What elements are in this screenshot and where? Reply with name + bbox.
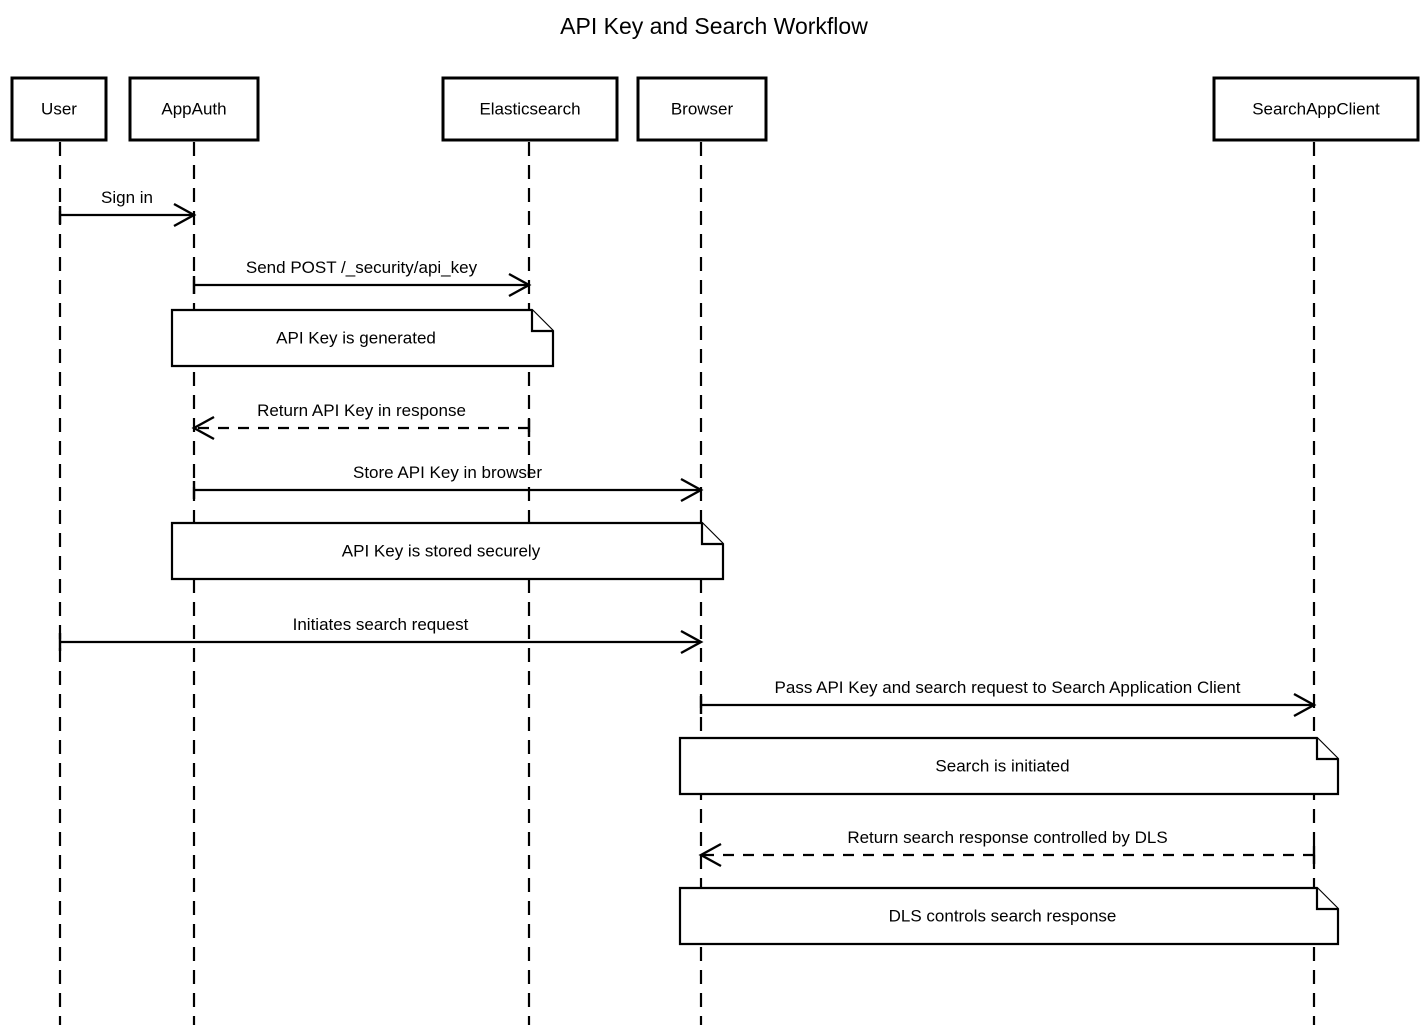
participant-label: Elasticsearch <box>479 99 580 118</box>
participant-browser[interactable]: Browser <box>636 76 768 142</box>
arrowhead-icon <box>680 477 704 503</box>
message-m5: Initiates search request <box>58 615 704 655</box>
messages-layer: Sign in Send POST /_security/api_keyRetur… <box>58 188 1317 868</box>
participant-label: SearchAppClient <box>1252 99 1380 118</box>
participant-box[interactable] <box>10 76 108 142</box>
message-m3: Return API Key in response <box>191 401 531 441</box>
diagram-title: API Key and Search Workflow <box>560 13 868 39</box>
note-label: Search is initiated <box>935 756 1069 775</box>
note-shape <box>678 736 1340 796</box>
participant-label: Browser <box>671 99 734 118</box>
note-label: API Key is generated <box>276 328 436 347</box>
message-label: Store API Key in browser <box>353 463 542 482</box>
participants-layer: User AppAuth Elasticsearch Browser SearchApp… <box>10 76 1420 142</box>
participant-appauth[interactable]: AppAuth <box>128 76 260 142</box>
message-m2: Send POST /_security/api_key <box>192 258 532 298</box>
message-m4: Store API Key in browser <box>192 463 704 503</box>
participant-label: AppAuth <box>161 99 226 118</box>
note-shape <box>170 521 725 581</box>
message-m1: Sign in <box>58 188 197 228</box>
participant-elastic[interactable]: Elasticsearch <box>441 76 619 142</box>
message-label: Return API Key in response <box>257 401 466 420</box>
participant-label: User <box>41 99 77 118</box>
message-label: Sign in <box>101 188 153 207</box>
message-m7: Return search response controlled by DLS <box>698 828 1316 868</box>
note-fold-corner-icon <box>1315 738 1338 761</box>
note-shape <box>170 308 555 368</box>
note-fold-corner-icon <box>700 523 723 546</box>
participant-box[interactable] <box>1212 76 1420 142</box>
note-n3: Search is initiated <box>678 736 1340 796</box>
arrowhead-icon <box>698 842 722 868</box>
note-fold-corner-icon <box>1315 888 1338 911</box>
note-label: DLS controls search response <box>889 906 1117 925</box>
participant-searchapp[interactable]: SearchAppClient <box>1212 76 1420 142</box>
arrowhead-icon <box>191 415 215 441</box>
message-label: Return search response controlled by DLS <box>847 828 1167 847</box>
arrowhead-icon <box>508 272 532 298</box>
message-label: Initiates search request <box>293 615 469 634</box>
participant-box[interactable] <box>636 76 768 142</box>
participant-box[interactable] <box>128 76 260 142</box>
participant-box[interactable] <box>441 76 619 142</box>
note-fold-corner-icon <box>530 310 553 333</box>
note-n2: API Key is stored securely <box>170 521 725 581</box>
message-label: Pass API Key and search request to Searc… <box>775 678 1241 697</box>
message-m6: Pass API Key and search request to Searc… <box>699 678 1317 718</box>
note-label: API Key is stored securely <box>342 541 541 560</box>
participant-user[interactable]: User <box>10 76 108 142</box>
note-shape <box>678 886 1340 946</box>
arrowhead-icon <box>680 629 704 655</box>
note-n1: API Key is generated <box>170 308 555 368</box>
note-n4: DLS controls search response <box>678 886 1340 946</box>
message-label: Send POST /_security/api_key <box>246 258 478 277</box>
arrowhead-icon <box>173 202 197 228</box>
arrowhead-icon <box>1293 692 1317 718</box>
